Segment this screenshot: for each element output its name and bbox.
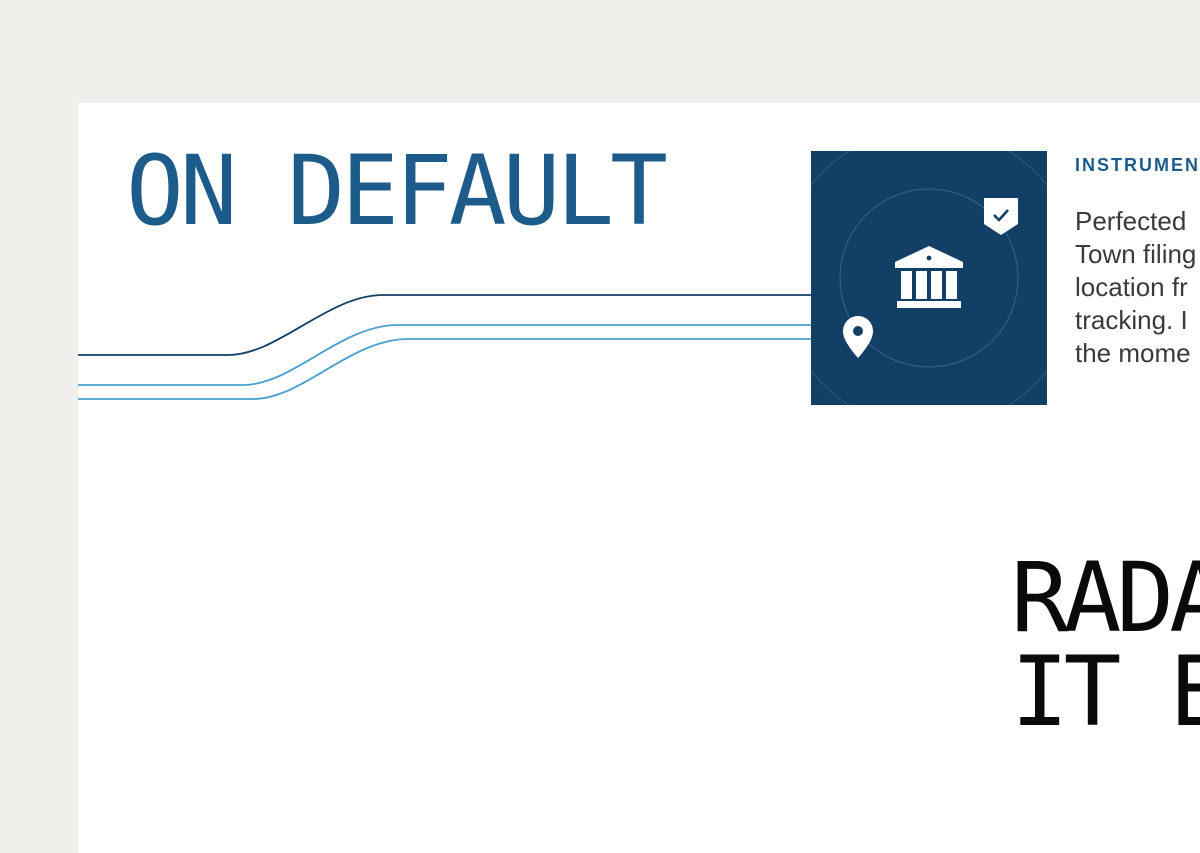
- bank-icon: [895, 246, 963, 308]
- feature-tile: [811, 151, 1047, 405]
- flow-line-light-1: [78, 324, 818, 386]
- content-card: ON DEFAULT INSTRUMENT: [78, 103, 1200, 853]
- shield-check-icon: [984, 198, 1018, 235]
- flow-line-dark: [78, 294, 818, 356]
- big-statement: RADAR HAN IT END TO: [1010, 542, 1200, 748]
- feature-eyebrow: INSTRUMENT: [1075, 155, 1200, 175]
- feature-body: Perfected Town filing location fr tracki…: [1075, 205, 1200, 370]
- statement-line-1: RADAR HAN: [1010, 542, 1200, 654]
- headline: ON DEFAULT: [126, 135, 668, 247]
- feature-body-line: tracking. I: [1075, 305, 1188, 335]
- feature-body-line: location fr: [1075, 272, 1188, 302]
- feature-body-line: the mome: [1075, 338, 1191, 368]
- location-pin-icon: [843, 316, 873, 358]
- flow-line-light-2: [78, 338, 818, 400]
- feature-body-line: Perfected: [1075, 206, 1187, 236]
- statement-line-2: IT END TO: [1010, 636, 1200, 748]
- radar-rings: [811, 151, 1047, 405]
- flow-lines: [78, 294, 818, 400]
- feature-body-line: Town filing: [1075, 239, 1197, 269]
